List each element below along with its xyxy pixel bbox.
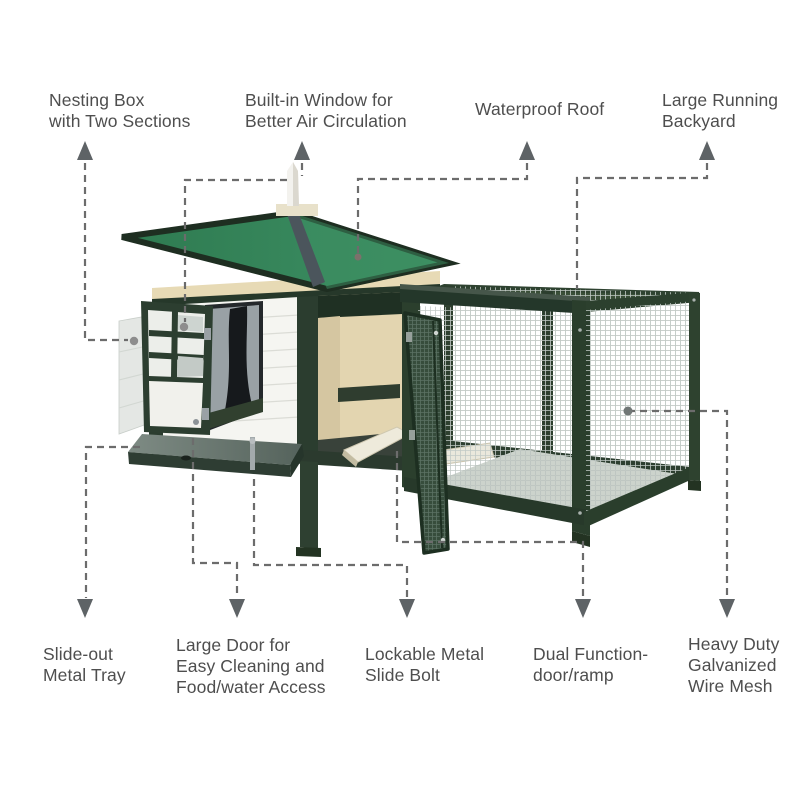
callout-line-dual-function-door-ramp bbox=[395, 451, 585, 598]
label-heavy-duty-wire-mesh: Heavy Duty Galvanized Wire Mesh bbox=[688, 634, 780, 696]
metal-slide-bolt bbox=[250, 437, 255, 470]
callout-line-nesting-box bbox=[83, 163, 128, 342]
roof-finial bbox=[276, 162, 318, 216]
door-hinge bbox=[409, 430, 415, 440]
house-leg bbox=[296, 461, 321, 557]
door-hinge bbox=[202, 408, 209, 420]
nesting-box-opening bbox=[205, 301, 263, 432]
label-large-door: Large Door for Easy Cleaning and Food/wa… bbox=[176, 635, 326, 697]
large-door-arrow-down-icon bbox=[229, 599, 245, 618]
waterproof-roof-arrow-up-icon bbox=[519, 141, 535, 160]
large-running-backyard-arrow-up-icon bbox=[699, 141, 715, 160]
built-in-window-arrow-up-icon bbox=[294, 141, 310, 160]
run-frame-front bbox=[400, 284, 701, 547]
wire-mesh-dot bbox=[623, 406, 633, 416]
coop-roof bbox=[121, 162, 461, 293]
label-dual-function-door-ramp: Dual Function- door/ramp bbox=[533, 644, 649, 685]
nesting-box-divider bbox=[222, 306, 252, 424]
callout-line-large-running-backyard bbox=[575, 163, 709, 289]
callout-line-slide-out-metal-tray bbox=[84, 445, 140, 598]
nesting-box-dot bbox=[129, 336, 139, 346]
slide-out-metal-tray-arrow-down-icon bbox=[77, 599, 93, 618]
run-door-open bbox=[403, 311, 450, 555]
built-in-window-dot bbox=[179, 322, 189, 332]
nesting-box-arrow-up-icon bbox=[77, 141, 93, 160]
wire-mesh-arrow-down-icon bbox=[719, 599, 735, 618]
label-nesting-box: Nesting Box with Two Sections bbox=[49, 90, 191, 131]
callout-line-waterproof-roof bbox=[356, 163, 529, 254]
label-slide-out-metal-tray: Slide-out Metal Tray bbox=[43, 644, 126, 685]
roof-ridge-strip bbox=[287, 214, 325, 287]
door-hinge bbox=[406, 332, 412, 342]
wire-mesh-panel bbox=[586, 301, 695, 516]
label-built-in-window: Built-in Window for Better Air Circulati… bbox=[245, 90, 407, 131]
callout-line-built-in-window bbox=[183, 178, 287, 322]
coop-house bbox=[118, 271, 440, 557]
nesting-box-door bbox=[141, 301, 213, 435]
tray-handle-hole bbox=[181, 455, 191, 461]
dual-function-arrow-down-icon bbox=[575, 599, 591, 618]
label-waterproof-roof: Waterproof Roof bbox=[475, 99, 605, 119]
callout-line-large-door bbox=[191, 438, 239, 598]
lockable-bolt-arrow-down-icon bbox=[399, 599, 415, 618]
label-lockable-metal-slide-bolt: Lockable Metal Slide Bolt bbox=[365, 644, 485, 685]
callout-line-heavy-duty-wire-mesh bbox=[628, 409, 729, 598]
callout-line-lockable-metal-slide-bolt bbox=[252, 479, 409, 598]
label-large-running-backyard: Large Running Backyard bbox=[662, 90, 779, 131]
door-hinge bbox=[204, 328, 211, 340]
slide-out-tray bbox=[128, 434, 304, 477]
waterproof-roof-dot bbox=[354, 253, 362, 261]
